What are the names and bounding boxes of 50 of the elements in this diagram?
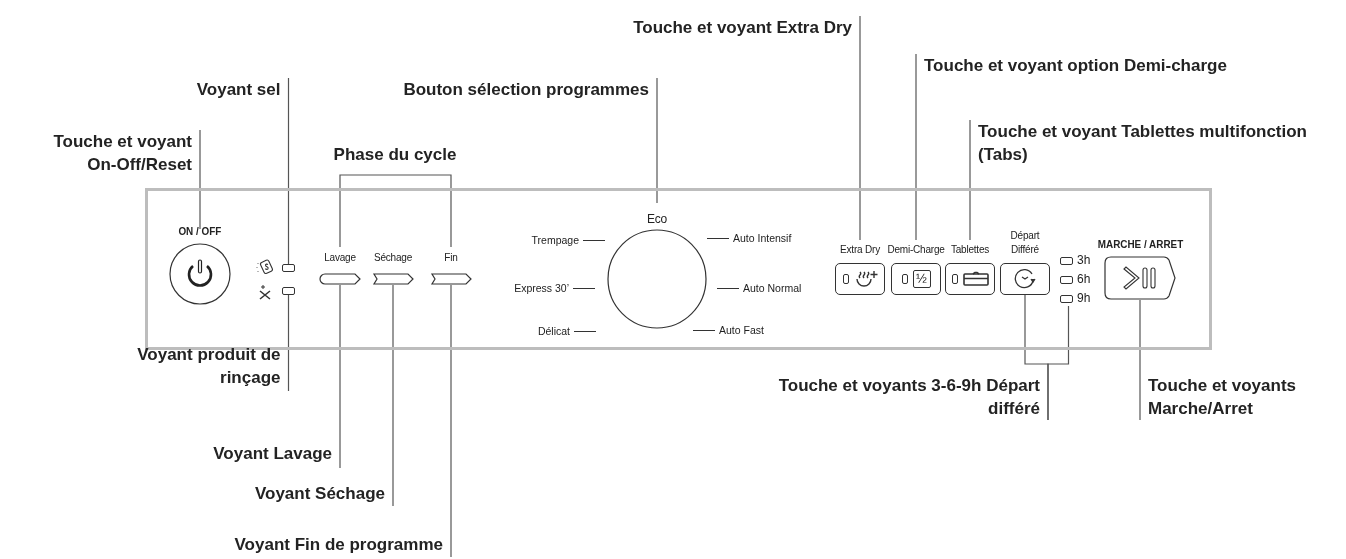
callout-label: Voyant sel (196, 79, 281, 101)
program-label: Express 30’ (514, 282, 569, 294)
button-label: Tablettes (950, 242, 990, 256)
delay-label: 3h (1077, 253, 1091, 268)
callout-label: Bouton sélection programmes (403, 79, 649, 101)
program-label: Auto Intensif (733, 232, 792, 244)
leader-line (199, 129, 201, 230)
leader-line (859, 15, 861, 241)
leader-line (969, 119, 971, 241)
callout-label: Touche et voyant Tablettes multifonction (Tabs) (978, 121, 1308, 166)
phase-label: Séchage (373, 250, 413, 264)
program-label: Auto Fast (719, 324, 764, 336)
indicator-light (282, 264, 295, 272)
leader-line (1047, 305, 1070, 421)
callout-label: Phase du cycle (333, 144, 457, 166)
callout-label: Voyant Séchage (254, 483, 385, 505)
leader-line (394, 174, 452, 248)
callout-label: Touche et voyants 3-6-9h Départ différé (777, 375, 1040, 420)
callout-label: Touche et voyant On-Off/Reset (52, 131, 192, 176)
button-label: Extra Dry (840, 242, 880, 256)
callout-label: Touche et voyant Extra Dry (633, 17, 852, 39)
half-load-symbol: ½ (912, 270, 931, 288)
callout-label: Touche et voyants Marche/Arret (1148, 375, 1297, 420)
phase-label: Lavage (324, 250, 356, 264)
leader-line (1139, 299, 1141, 421)
delay-label: 6h (1077, 272, 1091, 287)
leader-line (287, 294, 290, 392)
program-label: Trempage (531, 234, 579, 246)
button-label: Demi-Charge (887, 242, 945, 256)
program-label: Eco (646, 210, 668, 227)
callout-label: Voyant produit de rinçage (136, 344, 281, 389)
leader-line (392, 284, 394, 507)
program-label: Auto Normal (743, 282, 802, 294)
delay-label: 9h (1077, 291, 1091, 306)
control-panel (145, 188, 1212, 350)
button-label: ON / OFF (178, 225, 222, 237)
indicator-light (282, 287, 295, 295)
leader-line (656, 77, 658, 204)
leader-line (339, 174, 396, 248)
callout-label: Voyant Fin de programme (234, 534, 443, 556)
leader-line (450, 284, 452, 558)
leader-line (915, 53, 917, 241)
leader-line (339, 284, 341, 469)
callout-label: Touche et voyant option Demi-charge (924, 55, 1227, 77)
button-label: Départ Différé (1009, 229, 1041, 256)
phase-label: Fin (444, 250, 458, 264)
button-label: MARCHE / ARRET (1097, 238, 1183, 250)
program-label: Délicat (537, 325, 570, 337)
callout-label: Voyant Lavage (213, 443, 332, 465)
leader-line (287, 77, 290, 265)
